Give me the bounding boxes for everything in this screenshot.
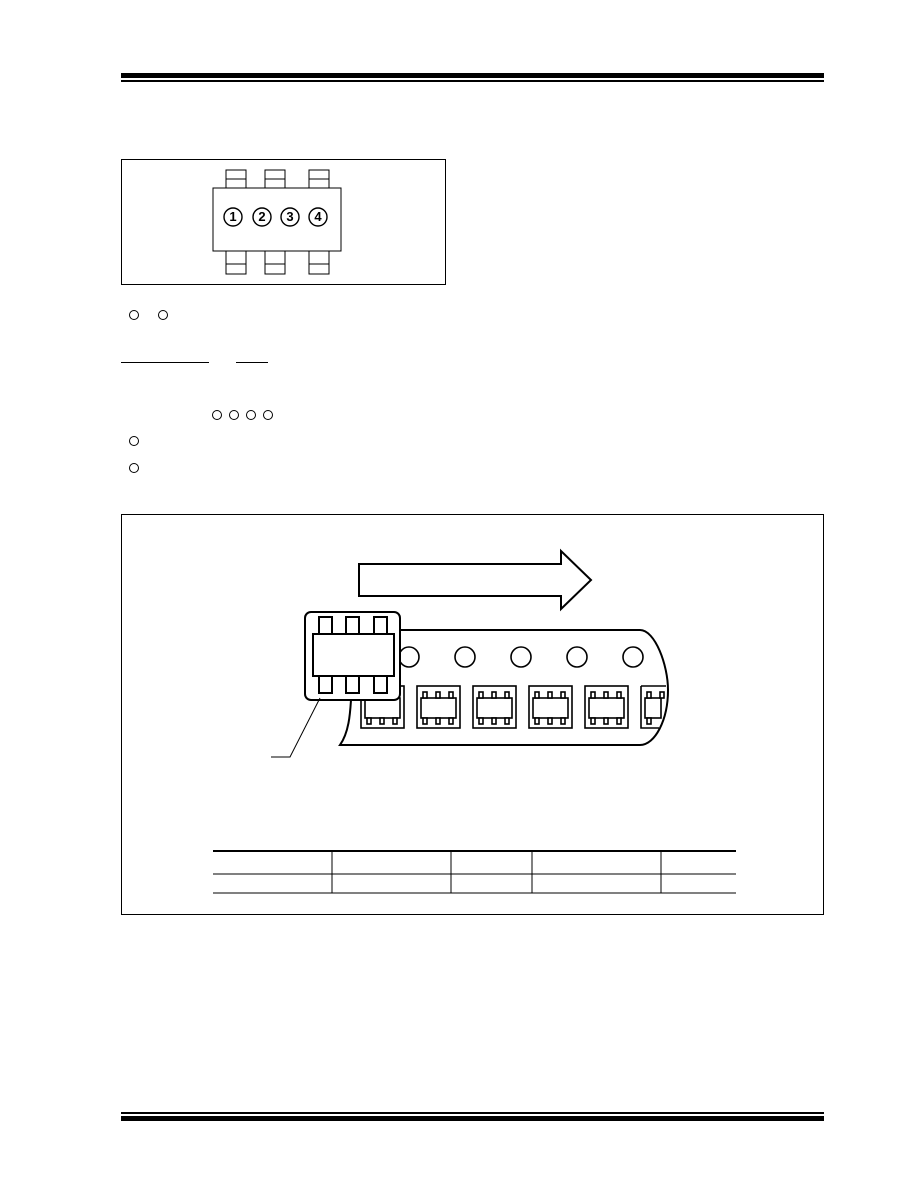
example-circle-1 [212,410,222,420]
header-rule-thin [121,80,824,82]
example-circle-4 [263,410,273,420]
legend-circle-a [129,310,139,320]
example-circle-3 [246,410,256,420]
footer-rule-thick [121,1116,824,1121]
legend-circle-b [158,310,168,320]
tape-reel-figure [121,514,824,915]
marking-number-2: 2 [258,209,266,224]
package-marking-figure [121,159,446,285]
note-circle-1 [129,436,139,446]
example-circle-2 [229,410,239,420]
footer-rule-thin [121,1112,824,1114]
marking-number-1: 1 [229,209,237,224]
heading-underline-1 [121,362,209,363]
marking-number-3: 3 [286,209,294,224]
heading-underline-2 [236,362,268,363]
note-circle-2 [129,463,139,473]
marking-number-4: 4 [314,209,322,224]
header-rule-thick [121,73,824,78]
